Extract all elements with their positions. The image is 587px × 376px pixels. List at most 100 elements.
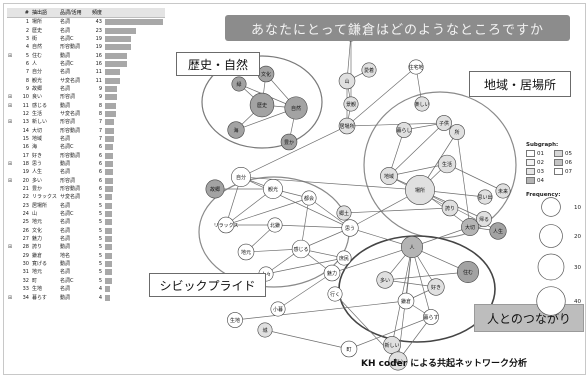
- row-frequency-bar-track: [105, 261, 165, 268]
- row-expand-icon[interactable]: ⊞: [7, 119, 13, 126]
- row-frequency-bar-track: [105, 110, 165, 117]
- network-node-mirai: 未来: [495, 183, 511, 199]
- row-frequency: 5: [98, 261, 102, 268]
- network-node-label: 好き: [431, 284, 441, 291]
- row-word: 人: [32, 60, 38, 67]
- row-frequency-bar: [105, 77, 120, 84]
- row-frequency-bar-track: [105, 227, 165, 234]
- row-number: 4: [25, 44, 29, 51]
- row-expand-icon[interactable]: ⊞: [7, 94, 13, 101]
- row-frequency-bar-track: [105, 177, 165, 184]
- row-frequency-bar-track: [105, 52, 165, 59]
- network-node-kokyo: 故郷: [205, 179, 225, 199]
- row-pos: 名詞: [60, 27, 71, 34]
- network-node-kyodo: 郷土: [336, 205, 352, 221]
- row-word: 自然: [32, 44, 43, 51]
- network-node-label: 住宅地: [408, 64, 423, 71]
- network-node-circle: [284, 96, 308, 120]
- row-word: 好き: [32, 152, 43, 159]
- row-word: 海: [32, 144, 38, 151]
- network-node-taisetsu: 大切: [461, 218, 479, 236]
- network-node-label: 地域: [384, 173, 394, 180]
- network-node-circle: [436, 115, 452, 131]
- network-edge: [240, 125, 348, 178]
- row-word: 多い: [32, 177, 43, 184]
- row-frequency-bar: [105, 110, 116, 117]
- col-header-pos: 品詞/活用: [60, 10, 82, 16]
- row-word: 歴史: [32, 27, 43, 34]
- row-expand-icon[interactable]: ⊞: [7, 177, 13, 184]
- row-expand-icon[interactable]: ⊞: [7, 161, 13, 168]
- row-number: 18: [22, 161, 29, 168]
- group-label-history-nature: 歴史・自然: [176, 52, 260, 76]
- network-node-kanko: 観光: [263, 179, 283, 199]
- row-number: 17: [22, 152, 29, 159]
- row-frequency-bar-track: [105, 102, 165, 109]
- row-frequency: 5: [98, 244, 102, 251]
- legend-subgraph-item: 04: [526, 177, 554, 184]
- row-frequency-bar: [105, 252, 112, 259]
- network-node-midori: 緑: [231, 76, 247, 92]
- row-expand-icon[interactable]: ⊞: [7, 102, 13, 109]
- row-expand-icon[interactable]: ⊞: [7, 294, 13, 301]
- row-frequency: 5: [98, 202, 102, 209]
- network-node-machi: 町: [340, 340, 358, 358]
- network-node-label: 文化: [261, 71, 271, 78]
- row-frequency-bar: [105, 44, 131, 51]
- row-word: 大切: [32, 127, 43, 134]
- row-frequency: 6: [98, 144, 102, 151]
- row-frequency: 5: [98, 236, 102, 243]
- row-pos: 名詞C: [60, 144, 74, 151]
- row-frequency-bar-track: [105, 35, 165, 42]
- network-node-kodomo: 子供: [436, 115, 452, 131]
- row-word: 町: [32, 277, 38, 284]
- row-frequency-bar: [105, 127, 115, 134]
- network-node-label: 城: [262, 327, 267, 334]
- network-node-label: 居場所: [339, 123, 354, 130]
- row-word: リラックス: [32, 194, 57, 201]
- legend-subgraph-label: 01: [537, 150, 544, 157]
- network-node-jibun: 自分: [231, 167, 251, 187]
- row-frequency-bar: [105, 60, 127, 67]
- row-pos: 形容詞: [60, 177, 76, 184]
- network-edge: [348, 316, 432, 350]
- row-frequency-bar-track: [105, 202, 165, 209]
- row-expand-icon[interactable]: ⊞: [7, 244, 13, 251]
- network-node-circle: [343, 96, 359, 112]
- row-frequency-bar: [105, 294, 111, 301]
- row-word: 魅力: [32, 236, 43, 243]
- row-frequency-bar: [105, 236, 112, 243]
- row-frequency-bar: [105, 186, 114, 193]
- network-node-circle: [338, 72, 356, 90]
- network-node-circle: [231, 167, 251, 187]
- row-frequency: 7: [98, 119, 102, 126]
- network-node-yutaka: 豊か: [280, 133, 298, 151]
- network-node-label: 大切: [465, 224, 475, 231]
- legend-subgraph-label: 05: [565, 150, 572, 157]
- row-expand-icon[interactable]: ⊞: [7, 52, 13, 59]
- row-number: 29: [22, 252, 29, 259]
- row-word: 地元: [32, 269, 43, 276]
- row-number: 5: [25, 52, 29, 59]
- row-pos: 名詞C: [60, 211, 74, 218]
- row-number: 32: [22, 277, 29, 284]
- network-node-label: 人々: [261, 271, 271, 278]
- row-frequency: 5: [98, 252, 102, 259]
- network-node-shiro: 城: [257, 322, 273, 338]
- row-frequency: 16: [95, 52, 102, 59]
- row-number: 13: [22, 119, 29, 126]
- row-pos: 名詞: [60, 19, 71, 26]
- row-pos: 名詞: [60, 236, 71, 243]
- row-pos: 動詞: [60, 244, 71, 251]
- row-number: 9: [25, 85, 29, 92]
- row-frequency-bar: [105, 269, 112, 276]
- network-node-label: 山: [344, 78, 349, 85]
